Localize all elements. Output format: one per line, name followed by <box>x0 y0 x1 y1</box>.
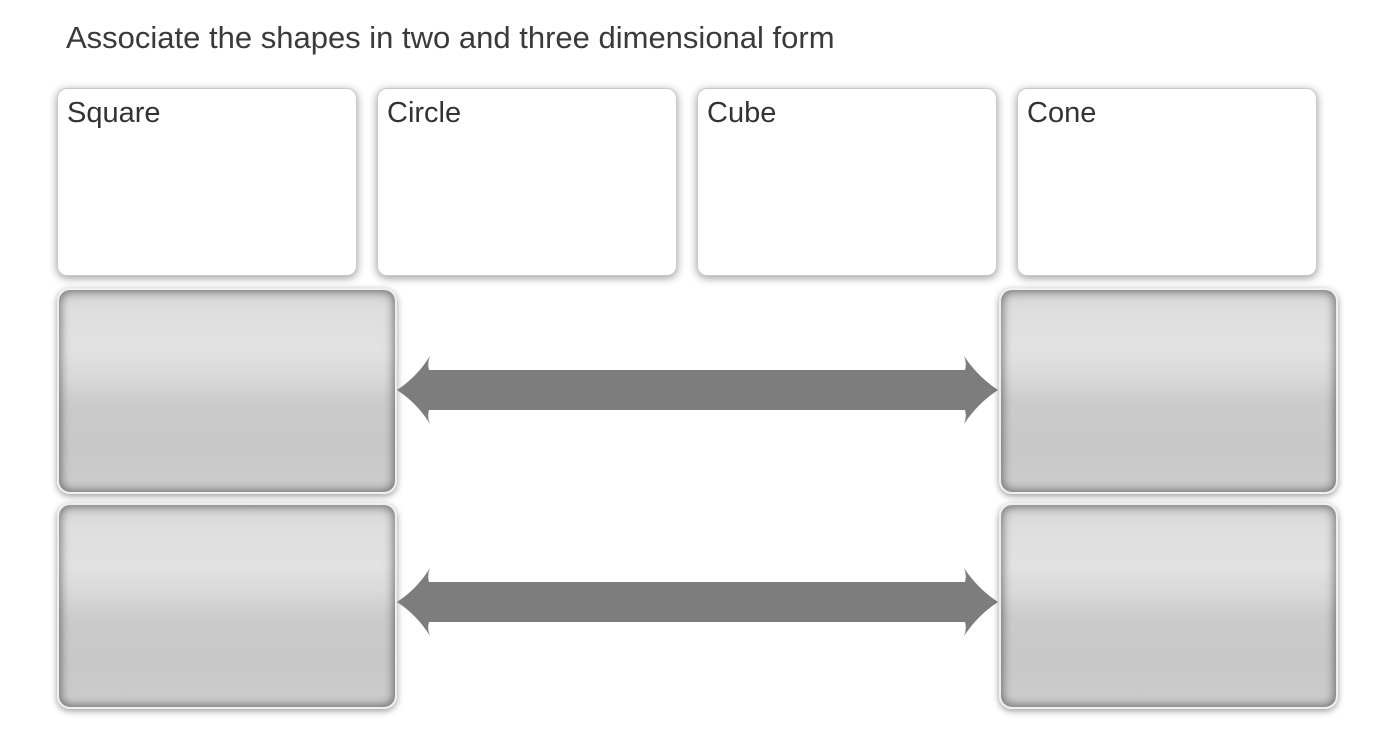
dropzone-right-row-1[interactable] <box>999 288 1338 494</box>
double-headed-arrow-icon <box>397 356 998 424</box>
connector-arrow-row-1 <box>397 355 998 425</box>
draggable-card-circle[interactable]: Circle <box>377 88 677 276</box>
dropzone-left-row-1[interactable] <box>57 288 397 494</box>
dropzone-left-row-2[interactable] <box>57 503 397 709</box>
card-label: Cone <box>1027 97 1097 129</box>
card-label: Cube <box>707 97 777 129</box>
double-headed-arrow-icon <box>397 568 998 636</box>
draggable-card-cone[interactable]: Cone <box>1017 88 1317 276</box>
card-label: Circle <box>387 97 462 129</box>
question-title: Associate the shapes in two and three di… <box>66 20 835 55</box>
draggable-card-cube[interactable]: Cube <box>697 88 997 276</box>
connector-arrow-row-2 <box>397 567 998 637</box>
card-label: Square <box>67 97 161 129</box>
dropzone-right-row-2[interactable] <box>999 503 1338 709</box>
draggable-card-square[interactable]: Square <box>57 88 357 276</box>
